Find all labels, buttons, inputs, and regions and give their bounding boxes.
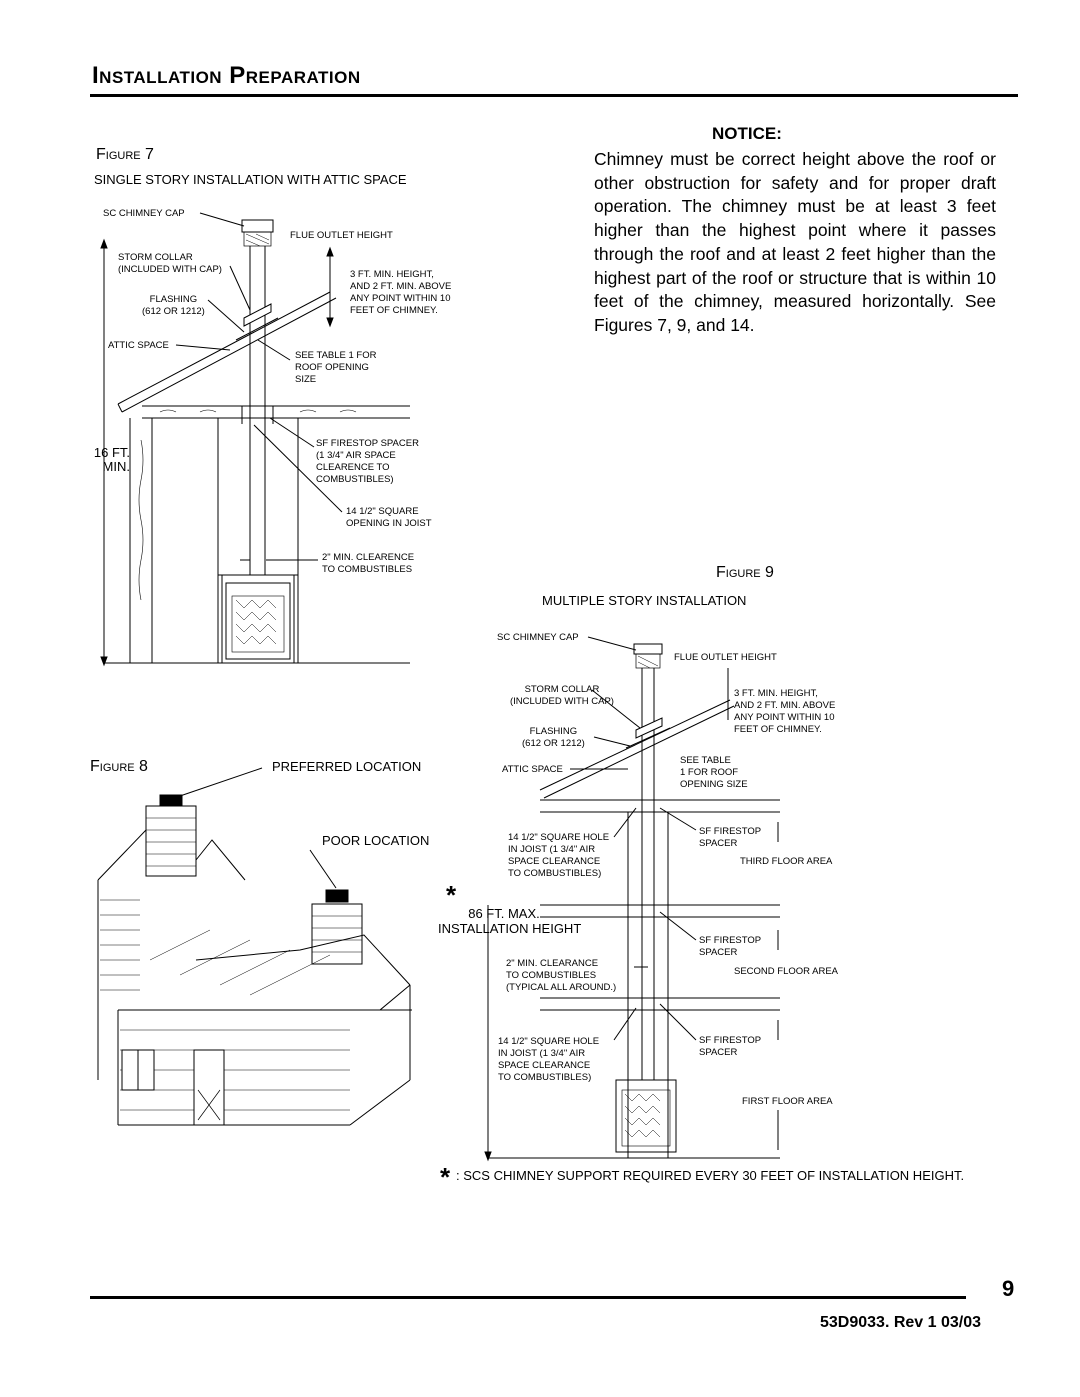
page-heading: Installation Preparation xyxy=(92,62,361,89)
figure8-drawing xyxy=(97,767,412,1126)
fig9-flue-outlet-label: FLUE OUTLET HEIGHT xyxy=(674,652,777,663)
fig9-asterisk: * xyxy=(446,880,457,910)
fig9-third-floor-label: THIRD FLOOR AREA xyxy=(740,856,833,867)
fig9-storm-collar-label: STORM COLLAR(INCLUDED WITH CAP) xyxy=(510,684,614,707)
fig7-height-label: 16 FT.MIN. xyxy=(93,445,130,474)
fig7-flashing-label: FLASHING(612 OR 1212) xyxy=(142,294,205,317)
fig7-chimney-cap-label: SC CHIMNEY CAP xyxy=(103,208,185,219)
figure8-title: Figure 8 xyxy=(90,758,148,775)
figure9-title: Figure 9 xyxy=(716,564,774,581)
figure7-subtitle: SINGLE STORY INSTALLATION WITH ATTIC SPA… xyxy=(94,172,407,187)
fig7-firestop-label: SF FIRESTOP SPACER(1 3/4" AIR SPACE CLEA… xyxy=(316,438,419,485)
fig8-preferred-label: PREFERRED LOCATION xyxy=(272,759,422,774)
figure7-title: Figure 7 xyxy=(96,146,154,163)
fig9-attic-space-label: ATTIC SPACE xyxy=(502,764,563,775)
figure9-drawing xyxy=(484,636,780,1162)
fig9-chimney-cap-label: SC CHIMNEY CAP xyxy=(497,632,579,643)
footnote-asterisk: * xyxy=(440,1162,451,1192)
document-number: 53D9033. Rev 1 03/03 xyxy=(820,1314,982,1331)
fig7-flue-outlet-label: FLUE OUTLET HEIGHT xyxy=(290,230,393,241)
heading-rule xyxy=(90,94,1018,97)
fig9-second-floor-label: SECOND FLOOR AREA xyxy=(734,966,838,977)
fig7-storm-collar-label: STORM COLLAR(INCLUDED WITH CAP) xyxy=(118,252,222,275)
notice-body: Chimney must be correct height above the… xyxy=(594,149,996,335)
footer-rule xyxy=(90,1296,966,1299)
fig9-min-height-label: 3 FT. MIN. HEIGHT,AND 2 FT. MIN. ABOVE A… xyxy=(734,688,836,735)
notice-title: NOTICE: xyxy=(712,124,782,143)
page-number: 9 xyxy=(1002,1276,1015,1301)
footnote-text: : SCS CHIMNEY SUPPORT REQUIRED EVERY 30 … xyxy=(456,1168,965,1183)
figure7-drawing xyxy=(100,212,410,667)
fig9-max-height-label: 86 FT. MAX.INSTALLATION HEIGHT xyxy=(438,906,582,936)
fig9-flashing-label: FLASHING(612 OR 1212) xyxy=(522,726,585,749)
fig7-attic-space-label: ATTIC SPACE xyxy=(108,340,169,351)
figure9-subtitle: MULTIPLE STORY INSTALLATION xyxy=(542,593,747,608)
fig7-min-height-label: 3 FT. MIN. HEIGHT,AND 2 FT. MIN. ABOVE A… xyxy=(350,269,452,316)
fig8-poor-label: POOR LOCATION xyxy=(322,833,430,848)
fig9-first-floor-label: FIRST FLOOR AREA xyxy=(742,1096,833,1107)
